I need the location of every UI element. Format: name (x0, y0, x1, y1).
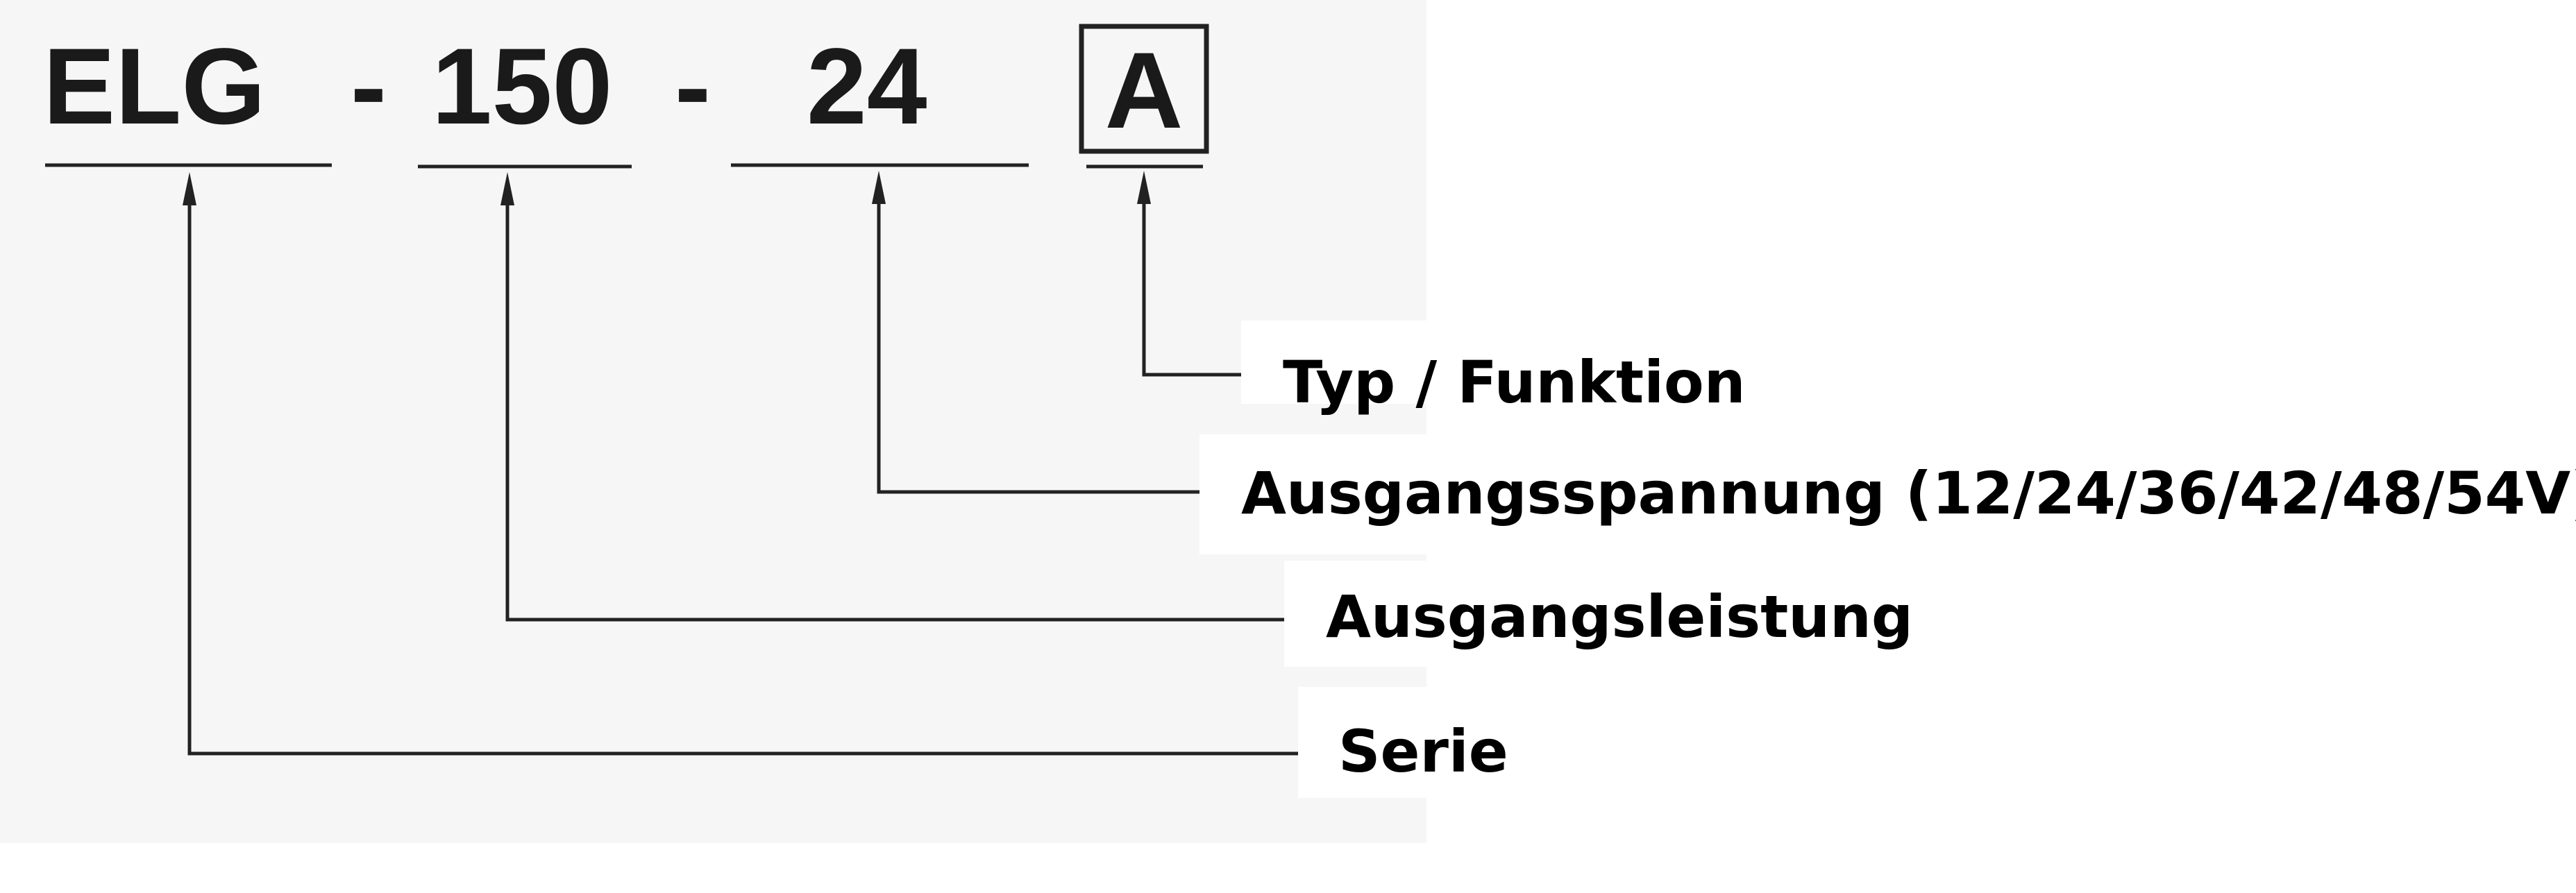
code-voltage: 24 (807, 26, 927, 147)
label-bg-output-power (1284, 561, 1426, 667)
arrow-type (1137, 171, 1151, 204)
arrow-power (500, 172, 514, 205)
connector-power (505, 201, 1284, 622)
code-type: A (1105, 31, 1184, 151)
arrow-voltage (872, 171, 886, 204)
label-output-voltage: Ausgangsspannung (12/24/36/42/48/54V) (1241, 459, 2576, 527)
code-separator-1: - (351, 26, 387, 147)
code-separator-2: - (675, 26, 711, 147)
connector-type (1142, 200, 1241, 377)
diagram-panel (0, 0, 1426, 843)
label-bg-output-voltage (1199, 434, 1426, 554)
code-type-box (1079, 24, 1209, 154)
code-series: ELG (43, 26, 266, 147)
label-bg-series (1298, 687, 1426, 798)
label-output-power: Ausgangsleistung (1326, 583, 1913, 651)
connector-series (187, 201, 1298, 756)
connector-voltage (877, 200, 1199, 494)
arrow-series (183, 172, 196, 205)
label-bg-type-function (1241, 321, 1426, 404)
label-type-function: Typ / Funktion (1283, 348, 1746, 416)
label-series: Serie (1338, 717, 1508, 785)
code-power: 150 (432, 26, 612, 147)
